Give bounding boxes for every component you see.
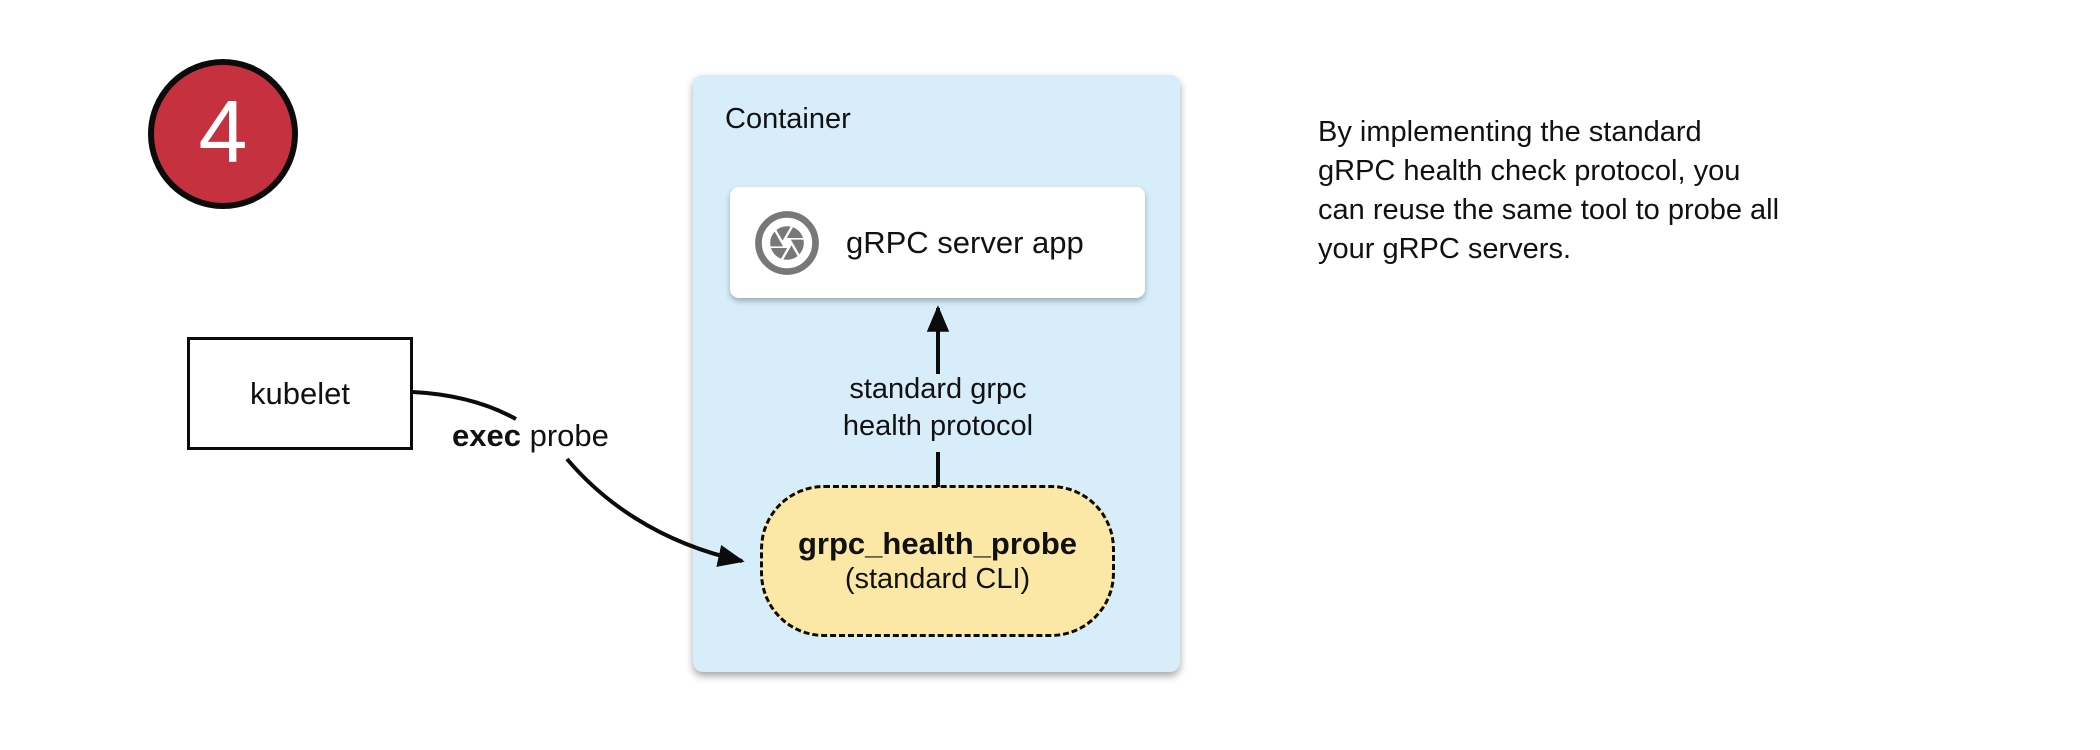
step-number: 4 <box>198 82 248 181</box>
health-protocol-label: standard grpc health protocol <box>842 373 1034 442</box>
exec-probe-label-bold: exec <box>452 418 521 453</box>
kubelet-box: kubelet <box>187 337 413 450</box>
exec-probe-arrow-segment-1 <box>412 390 517 421</box>
grpc-health-probe-box: grpc_health_probe (standard CLI) <box>760 485 1115 637</box>
grpc-health-probe-title: grpc_health_probe <box>797 526 1078 561</box>
exec-probe-label-rest: probe <box>520 418 609 453</box>
exec-probe-label: exec probe <box>452 418 609 454</box>
aperture-icon <box>755 210 819 275</box>
container-title: Container <box>725 103 851 135</box>
kubelet-label: kubelet <box>250 375 350 411</box>
grpc-server-app-box: gRPC server app <box>730 187 1145 298</box>
step-badge: 4 <box>148 59 298 209</box>
grpc-server-app-label: gRPC server app <box>846 224 1084 260</box>
grpc-health-probe-subtitle: (standard CLI) <box>844 563 1031 595</box>
container-box: Container gRPC server app standard grpc … <box>693 75 1180 672</box>
explanation-note: By implementing the standard gRPC health… <box>1318 116 1780 265</box>
